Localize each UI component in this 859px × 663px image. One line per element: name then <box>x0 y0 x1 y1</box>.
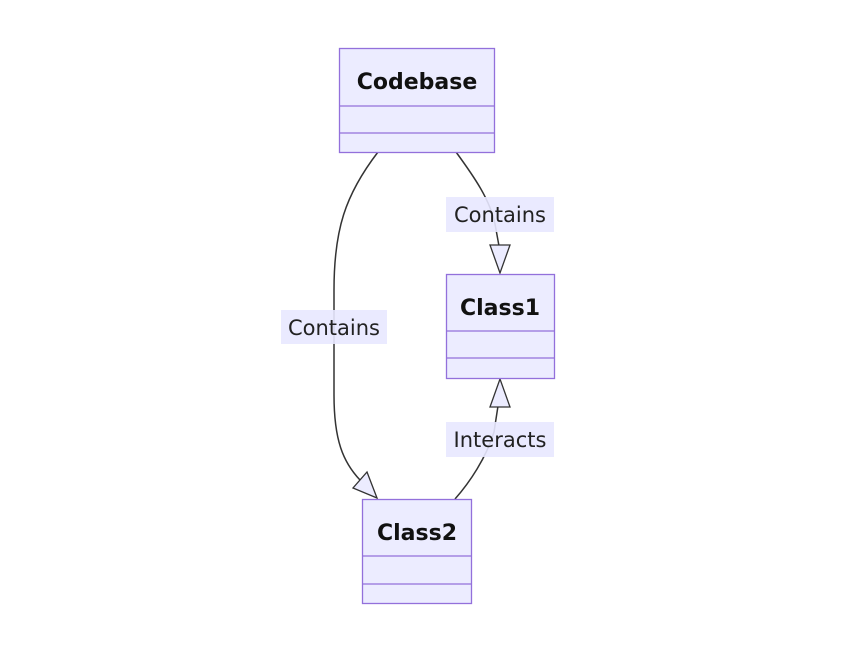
class-name: Codebase <box>357 70 478 95</box>
edge-label-contains-class2: Contains <box>281 310 387 344</box>
edges <box>333 151 511 500</box>
edge-label-contains-class1: Contains <box>446 197 554 232</box>
edge-codebase-class2 <box>333 151 379 481</box>
edge-label-text: Interacts <box>454 428 547 452</box>
class-node-codebase[interactable]: Codebase <box>338 47 496 154</box>
hollow-triangle-arrow-icon <box>489 377 511 408</box>
class-node-class1[interactable]: Class1 <box>445 273 556 380</box>
class-name: Class2 <box>377 521 457 546</box>
hollow-triangle-arrow-icon <box>489 244 511 275</box>
edge-label-text: Contains <box>288 316 380 340</box>
class-name: Class1 <box>460 296 540 321</box>
edge-label-text: Contains <box>454 203 546 227</box>
edge-label-interacts: Interacts <box>446 422 554 457</box>
class-node-class2[interactable]: Class2 <box>361 498 473 605</box>
hollow-triangle-arrow-icon <box>351 470 379 500</box>
